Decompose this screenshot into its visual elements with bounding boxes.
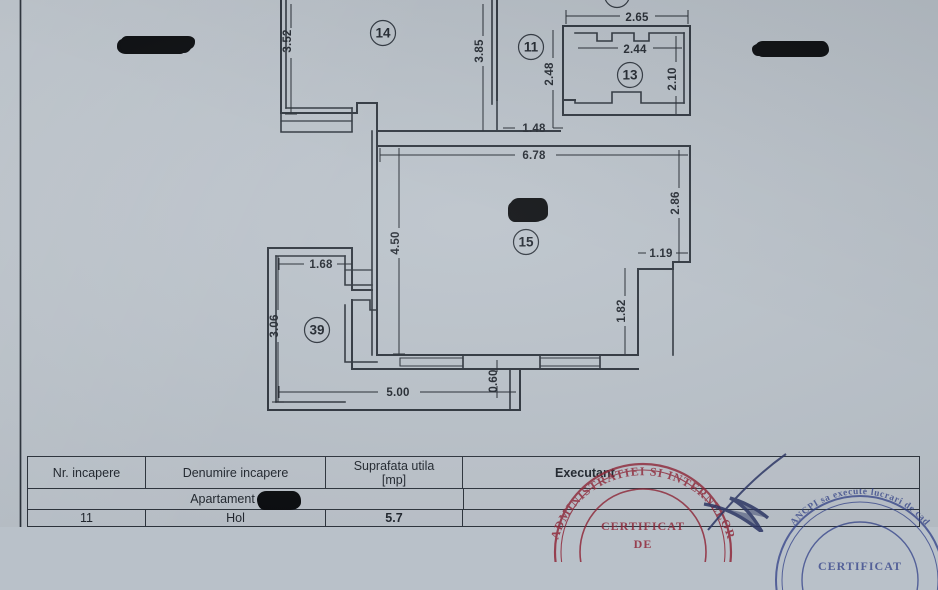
room-label-13: 13 (622, 68, 638, 83)
room-number-bubbles: 14 11 13 15 39 (303, 0, 644, 344)
redaction-mark-room-15 (510, 198, 548, 221)
room-schedule-table: Nr. incapere Denumire incapere Suprafata… (27, 456, 920, 527)
table-header-row: Nr. incapere Denumire incapere Suprafata… (28, 457, 919, 489)
dim-3.85: 3.85 (474, 39, 486, 63)
cell-denumire: Hol (146, 510, 326, 526)
cell-executant-blank (463, 510, 919, 526)
section-apartament-cell: Apartament (28, 489, 464, 510)
redaction-mark-top-left (120, 36, 192, 53)
stamp-red-line2: DE (634, 537, 653, 551)
room-bubble-clipped-top (604, 0, 630, 9)
room-bubble-15: 15 (512, 228, 540, 256)
dim-2.48: 2.48 (544, 62, 556, 86)
dim-3.52: 3.52 (282, 29, 294, 52)
dim-4.50: 4.50 (390, 231, 402, 254)
redaction-mark-top-right (755, 41, 829, 57)
room-bubble-11: 11 (517, 33, 545, 61)
header-nr-incapere: Nr. incapere (28, 457, 146, 488)
room-label-15: 15 (518, 235, 534, 250)
redaction-mark-apartament-number (256, 490, 301, 510)
dimension-labels: 3.52 3.85 2.65 2.44 2.48 2.10 1.48 6.78 … (269, 12, 682, 399)
room-label-11: 11 (524, 40, 539, 55)
dim-1.48: 1.48 (522, 123, 546, 135)
scanned-paper-background (0, 0, 938, 527)
section-row-filler (464, 489, 919, 509)
header-suprafata: Suprafata utila [mp] (326, 457, 463, 488)
dim-2.44: 2.44 (623, 44, 647, 56)
room-label-14: 14 (375, 26, 391, 41)
floor-plan-drawing: 3.52 3.85 2.65 2.44 2.48 2.10 1.48 6.78 … (19, 0, 691, 527)
table-section-row: Apartament (28, 489, 919, 510)
room-bubble-14: 14 (369, 19, 397, 47)
dim-3.06: 3.06 (269, 314, 281, 337)
header-suprafata-line2: [mp] (381, 472, 407, 487)
header-suprafata-line1: Suprafata utila (353, 458, 435, 473)
dim-2.10: 2.10 (667, 67, 679, 90)
dim-1.82: 1.82 (616, 299, 628, 322)
room-bubble-39: 39 (303, 316, 331, 344)
stamp-blue-inner-text: CERTIFICAT (818, 559, 902, 573)
cell-suprafata: 5.7 (326, 510, 463, 526)
dim-5.00: 5.00 (386, 387, 409, 399)
dim-6.78: 6.78 (522, 150, 546, 162)
dim-2.86: 2.86 (670, 191, 682, 214)
dim-1.68: 1.68 (309, 259, 333, 271)
dim-2.65: 2.65 (625, 12, 649, 24)
cell-nr-incapere: 11 (28, 510, 146, 526)
room-label-39: 39 (309, 323, 324, 338)
dim-1.19: 1.19 (649, 248, 672, 260)
room-bubble-13: 13 (616, 61, 644, 89)
table-row: 11 Hol 5.7 (28, 510, 919, 526)
section-apartament-label: Apartament (190, 492, 255, 506)
header-denumire: Denumire incapere (146, 457, 326, 488)
dim-0.60: 0.60 (488, 369, 500, 392)
header-executant: Executant (555, 465, 615, 480)
